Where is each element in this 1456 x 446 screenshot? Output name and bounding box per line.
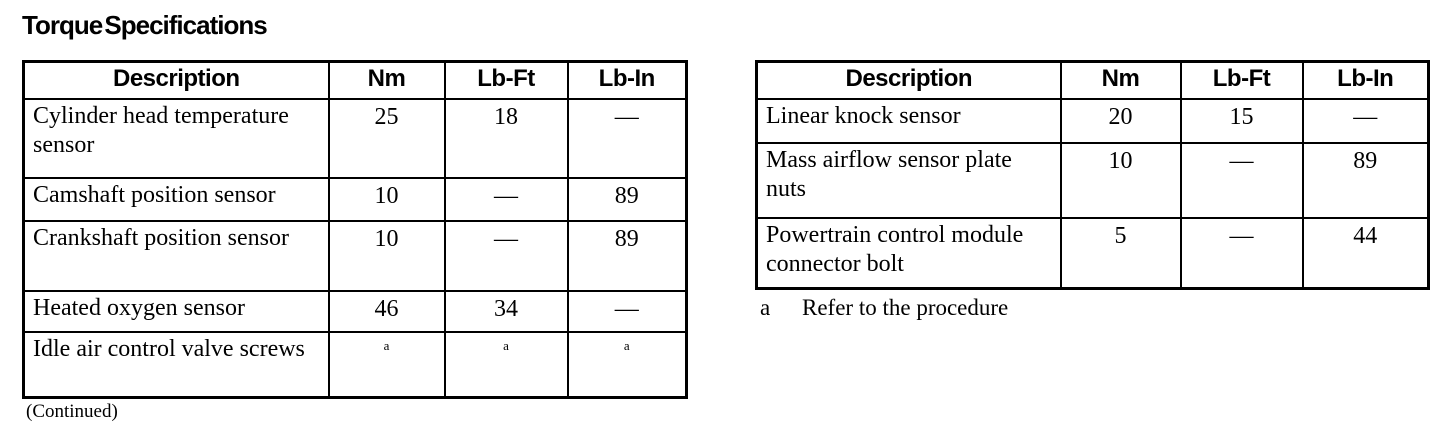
table-row: Camshaft position sensor 10 — 89 <box>22 176 688 222</box>
lbft-cell: 15 <box>1179 97 1304 144</box>
column-header-lbin: Lb-In <box>566 60 688 100</box>
lbft-cell: — <box>443 176 569 222</box>
torque-table-right: Description Nm Lb-Ft Lb-In Linear knock … <box>755 60 1430 290</box>
table-row: Idle air control valve screws a a a <box>22 330 688 399</box>
description-cell: Mass airflow sensor plate nuts <box>755 141 1062 219</box>
column-header-lbft: Lb-Ft <box>1179 60 1304 100</box>
nm-cell: 46 <box>327 289 446 333</box>
footnote-ref-a: a <box>503 337 509 353</box>
page-title: Torque Specifications <box>22 10 268 40</box>
table-row: Cylinder head temperature sensor 25 18 — <box>22 97 688 179</box>
nm-cell: 10 <box>327 176 446 222</box>
column-header-description: Description <box>22 60 330 100</box>
lbin-cell: 44 <box>1301 216 1430 290</box>
torque-table-left: Description Nm Lb-Ft Lb-In Cylinder head… <box>22 60 688 399</box>
table-row: Mass airflow sensor plate nuts 10 — 89 <box>755 141 1430 219</box>
footnote-ref-a: a <box>623 337 630 353</box>
lbin-cell: 89 <box>566 176 688 222</box>
description-cell: Heated oxygen sensor <box>22 289 330 333</box>
description-cell: Powertrain control module connector bolt <box>755 216 1062 290</box>
description-cell: Linear knock sensor <box>755 97 1062 144</box>
description-cell: Cylinder head temperature sensor <box>22 97 330 179</box>
continued-note: (Continued) <box>26 401 118 422</box>
footnote: a Refer to the procedure <box>760 295 1008 321</box>
lbin-cell: — <box>1301 97 1430 144</box>
column-header-lbft: Lb-Ft <box>443 60 569 100</box>
footnote-marker: a <box>760 295 771 320</box>
table-row: Heated oxygen sensor 46 34 — <box>22 289 688 333</box>
description-cell: Crankshaft position sensor <box>22 219 330 292</box>
column-header-nm: Nm <box>1059 60 1182 100</box>
lbft-cell: 18 <box>443 97 569 179</box>
footnote-ref-a: a <box>383 337 390 353</box>
column-header-description: Description <box>755 60 1062 100</box>
column-header-nm: Nm <box>327 60 446 100</box>
lbft-cell: — <box>1179 141 1304 219</box>
lbin-cell: 89 <box>566 219 688 292</box>
nm-cell: 5 <box>1059 216 1182 290</box>
lbin-cell: — <box>566 289 688 333</box>
description-cell: Idle air control valve screws <box>22 330 330 399</box>
lbft-cell: 34 <box>443 289 569 333</box>
lbin-cell: 89 <box>1301 141 1430 219</box>
nm-cell: 10 <box>327 219 446 292</box>
footnote-text: Refer to the procedure <box>802 295 1009 320</box>
nm-cell: 10 <box>1059 141 1182 219</box>
lbin-cell-footnote-ref: a <box>566 330 688 399</box>
lbin-cell: — <box>566 97 688 179</box>
nm-cell: 20 <box>1059 97 1182 144</box>
lbft-cell: — <box>1179 216 1304 290</box>
description-cell: Camshaft position sensor <box>22 176 330 222</box>
lbft-cell: — <box>443 219 569 292</box>
table-row: Powertrain control module connector bolt… <box>755 216 1430 290</box>
nm-cell-footnote-ref: a <box>327 330 446 399</box>
lbft-cell-footnote-ref: a <box>443 330 569 399</box>
table-header-row: Description Nm Lb-Ft Lb-In <box>22 60 688 100</box>
table-row: Linear knock sensor 20 15 — <box>755 97 1430 144</box>
table-header-row: Description Nm Lb-Ft Lb-In <box>755 60 1430 100</box>
table-row: Crankshaft position sensor 10 — 89 <box>22 219 688 292</box>
nm-cell: 25 <box>327 97 446 179</box>
column-header-lbin: Lb-In <box>1301 60 1430 100</box>
